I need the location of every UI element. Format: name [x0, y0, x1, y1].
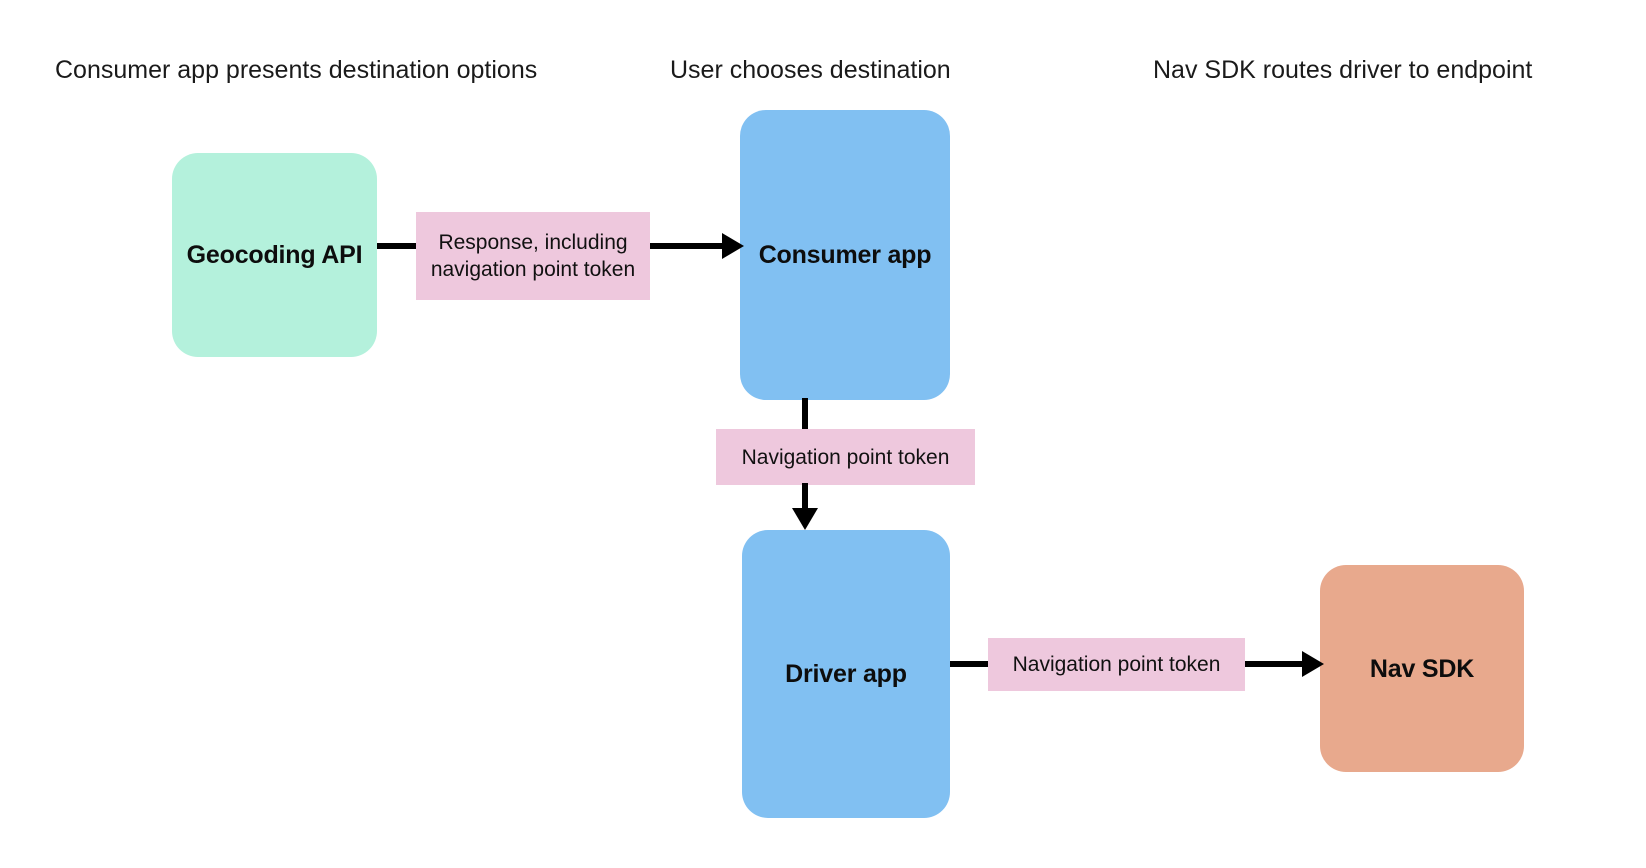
edge-label-text-navigation-point-token-middle: Navigation point token	[741, 445, 950, 469]
edge-label-response-including-navigation-point-token: Response, including navigation point tok…	[416, 212, 650, 300]
column-header-user-chooses: User chooses destination	[670, 56, 951, 84]
node-nav-sdk[interactable]: Nav SDK	[1320, 565, 1524, 772]
connector-label-to-nav-sdk	[1245, 661, 1307, 667]
node-label-driver-app: Driver app	[785, 660, 907, 688]
connector-geocoding-to-label	[377, 243, 419, 249]
arrowhead-right-icon-to-nav-sdk	[1302, 651, 1324, 677]
node-consumer-app[interactable]: Consumer app	[740, 110, 950, 400]
edge-label-navigation-point-token-middle: Navigation point token	[716, 429, 975, 485]
edge-label-text-navigation-point-token-bottom: Navigation point token	[1012, 653, 1221, 676]
connector-label-to-driver-app	[802, 483, 808, 519]
arrowhead-right-icon-to-consumer-app	[722, 233, 744, 259]
connector-consumer-app-to-label	[802, 398, 808, 432]
connector-driver-app-to-label	[950, 661, 992, 667]
node-label-nav-sdk: Nav SDK	[1369, 654, 1475, 683]
edge-label-navigation-point-token-bottom: Navigation point token	[988, 638, 1245, 691]
node-label-geocoding-api: Geocoding API	[186, 241, 363, 269]
arrowhead-down-icon-to-driver-app	[792, 508, 818, 530]
column-header-nav-sdk-routes: Nav SDK routes driver to endpoint	[1153, 56, 1533, 84]
connector-label-to-consumer-app	[650, 243, 728, 249]
node-geocoding-api[interactable]: Geocoding API	[172, 153, 377, 357]
node-driver-app[interactable]: Driver app	[742, 530, 950, 818]
column-header-consumer-options: Consumer app presents destination option…	[55, 56, 538, 84]
node-label-consumer-app: Consumer app	[758, 241, 932, 269]
edge-label-text-response-token: Response, including navigation point tok…	[430, 231, 636, 281]
